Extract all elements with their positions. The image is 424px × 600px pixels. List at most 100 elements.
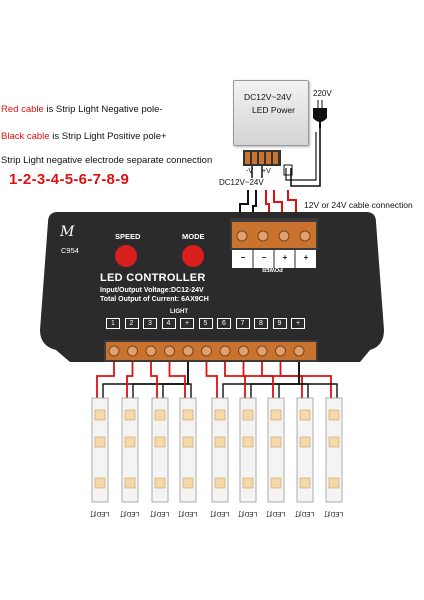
led-chip	[270, 477, 282, 489]
led-chip	[328, 436, 340, 448]
positive-wire-4	[187, 362, 192, 398]
psu-terminal-v-minus: -V	[246, 168, 253, 175]
led-chip	[182, 477, 194, 489]
led-chip	[242, 409, 254, 421]
power-terminal-label-3: +	[282, 253, 288, 262]
red-cable-note: Red cable is Strip Light Negative pole-	[1, 104, 163, 115]
strip-label-4: LED灯	[178, 510, 198, 517]
power-terminal-label-2: −	[261, 253, 267, 262]
led-strips	[91, 397, 343, 503]
led-strip-9	[325, 397, 343, 503]
positive-wire-6	[250, 362, 300, 398]
led-strip-1	[91, 397, 109, 503]
channel-screw-11	[293, 345, 305, 357]
power-screw-3	[278, 230, 290, 242]
controller-title: LED CONTROLLER	[100, 272, 206, 284]
channel-screw-3	[145, 345, 157, 357]
negative-wire-5	[205, 362, 218, 398]
power-screw-4	[299, 230, 311, 242]
terminal-screws	[108, 230, 311, 357]
light-cell-3: 3	[143, 318, 157, 329]
cable-connection-note: 12V or 24V cable connection	[304, 200, 413, 210]
channel-screw-2	[127, 345, 138, 357]
strip-label-9: LED灯	[324, 510, 344, 517]
power-terminal-label-1: −	[240, 253, 246, 262]
strip-label-5: LED灯	[210, 510, 230, 517]
led-chip	[328, 477, 340, 489]
led-chip	[328, 409, 340, 421]
led-chip	[299, 477, 311, 489]
psu-subtitle: LED Power	[252, 105, 295, 115]
light-cell-1: 1	[106, 318, 120, 329]
led-strip-7	[267, 397, 285, 503]
led-strip-2	[121, 397, 139, 503]
channel-screw-7	[219, 345, 231, 357]
led-chip	[124, 477, 136, 489]
positive-wire-1	[102, 362, 189, 398]
channel-sequence: 1-2-3-4-5-6-7-8-9	[9, 171, 130, 188]
led-chip	[94, 436, 106, 448]
strip-wires	[96, 362, 338, 398]
current-spec: Total Output of Current: 6AX9CH	[100, 296, 209, 303]
power-screw-1	[236, 230, 248, 242]
led-chip	[154, 477, 166, 489]
led-chip	[299, 409, 311, 421]
led-chip	[214, 409, 226, 421]
led-chip	[299, 436, 311, 448]
led-chip	[182, 436, 194, 448]
led-chip	[94, 477, 106, 489]
light-cell-9: 8	[254, 318, 268, 329]
psu-terminal-v-plus: +V	[262, 168, 271, 175]
light-cell-5: +	[180, 318, 194, 329]
strip-label-3: LED灯	[150, 510, 170, 517]
controller-body	[40, 212, 384, 362]
black-cable-desc: is Strip Light Positive pole+	[49, 131, 167, 142]
positive-wire-2	[132, 362, 189, 398]
red-cable-key: Red cable	[1, 104, 44, 115]
power-screw-2	[257, 230, 269, 242]
led-chip	[242, 477, 254, 489]
positive-wire-5	[222, 362, 300, 398]
light-cell-11: +	[291, 318, 305, 329]
psu-output-label: DC12V~24V	[219, 178, 264, 187]
brand-logo: M	[60, 224, 75, 240]
led-power-supply	[233, 80, 309, 146]
power-label: POWER	[262, 266, 283, 272]
strip-label-8: LED灯	[295, 510, 315, 517]
led-chip	[242, 436, 254, 448]
led-chip	[214, 436, 226, 448]
channel-screw-5	[182, 345, 194, 357]
led-chip	[154, 409, 166, 421]
negative-wire-4	[168, 362, 186, 398]
light-cell-6: 5	[198, 318, 213, 329]
speed-label: SPEED	[115, 232, 141, 241]
led-chip	[94, 409, 106, 421]
negative-wire-3	[150, 362, 158, 398]
led-chip	[270, 436, 282, 448]
led-strip-5	[211, 397, 229, 503]
led-chip	[270, 409, 282, 421]
mains-voltage-label: 220V	[313, 89, 332, 98]
strip-label-6: LED灯	[238, 510, 258, 517]
psu-title: DC12V~24V	[244, 92, 292, 102]
channel-screw-4	[164, 345, 175, 357]
negative-wire-9	[279, 362, 332, 398]
light-cell-10: 9	[272, 318, 287, 329]
light-cell-4: 4	[161, 318, 176, 329]
led-strip-6	[239, 397, 257, 503]
led-chip	[214, 477, 226, 489]
positive-wire-8	[298, 362, 309, 398]
power-terminal-label-4: +	[303, 253, 309, 262]
led-chip	[124, 409, 136, 421]
negative-wire-8	[261, 362, 303, 398]
mode-label: MODE	[182, 232, 205, 241]
light-cell-2: 2	[124, 318, 139, 329]
strip-label-2: LED灯	[120, 510, 140, 517]
led-strip-8	[296, 397, 314, 503]
channel-screw-10	[275, 345, 286, 357]
light-cell-8: 7	[235, 318, 250, 329]
channel-screw-8	[238, 345, 249, 357]
positive-wire-7	[278, 362, 300, 398]
led-chip	[154, 436, 166, 448]
